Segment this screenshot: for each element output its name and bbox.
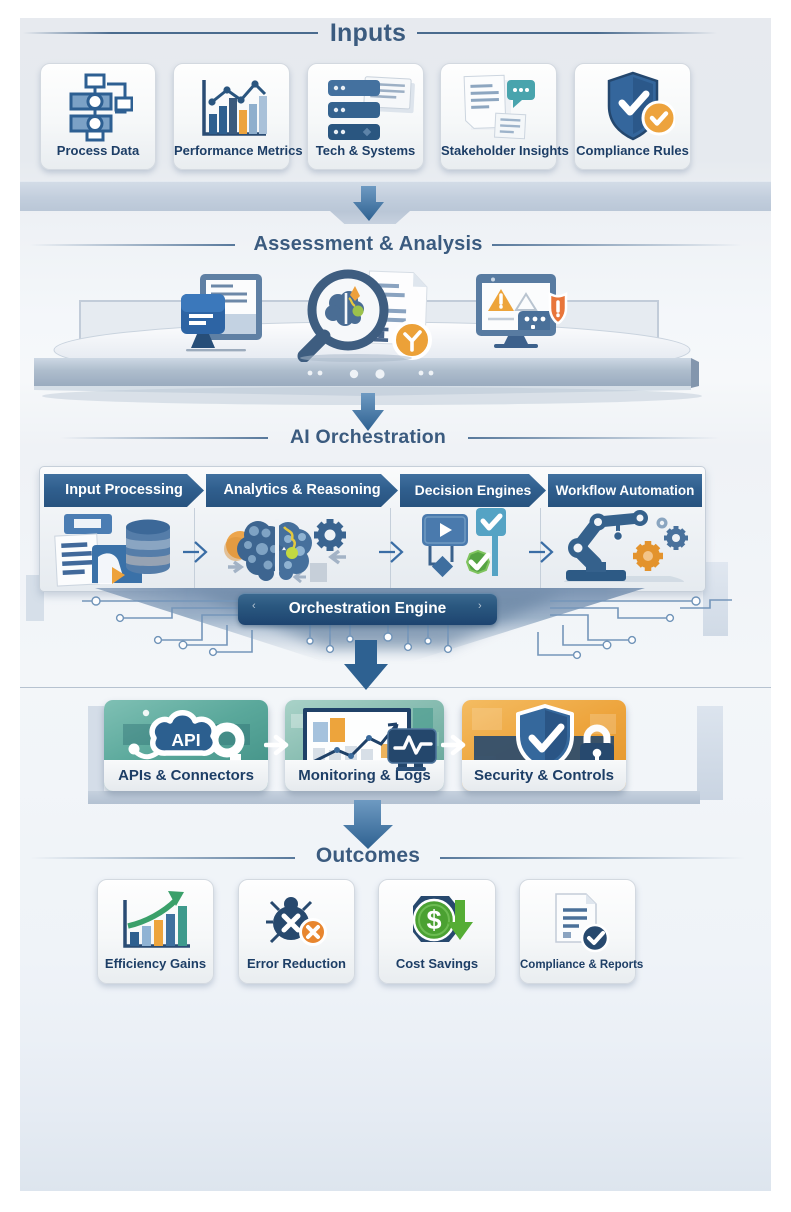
svg-text:API: API [171,730,200,750]
svg-text:$: $ [426,905,441,935]
